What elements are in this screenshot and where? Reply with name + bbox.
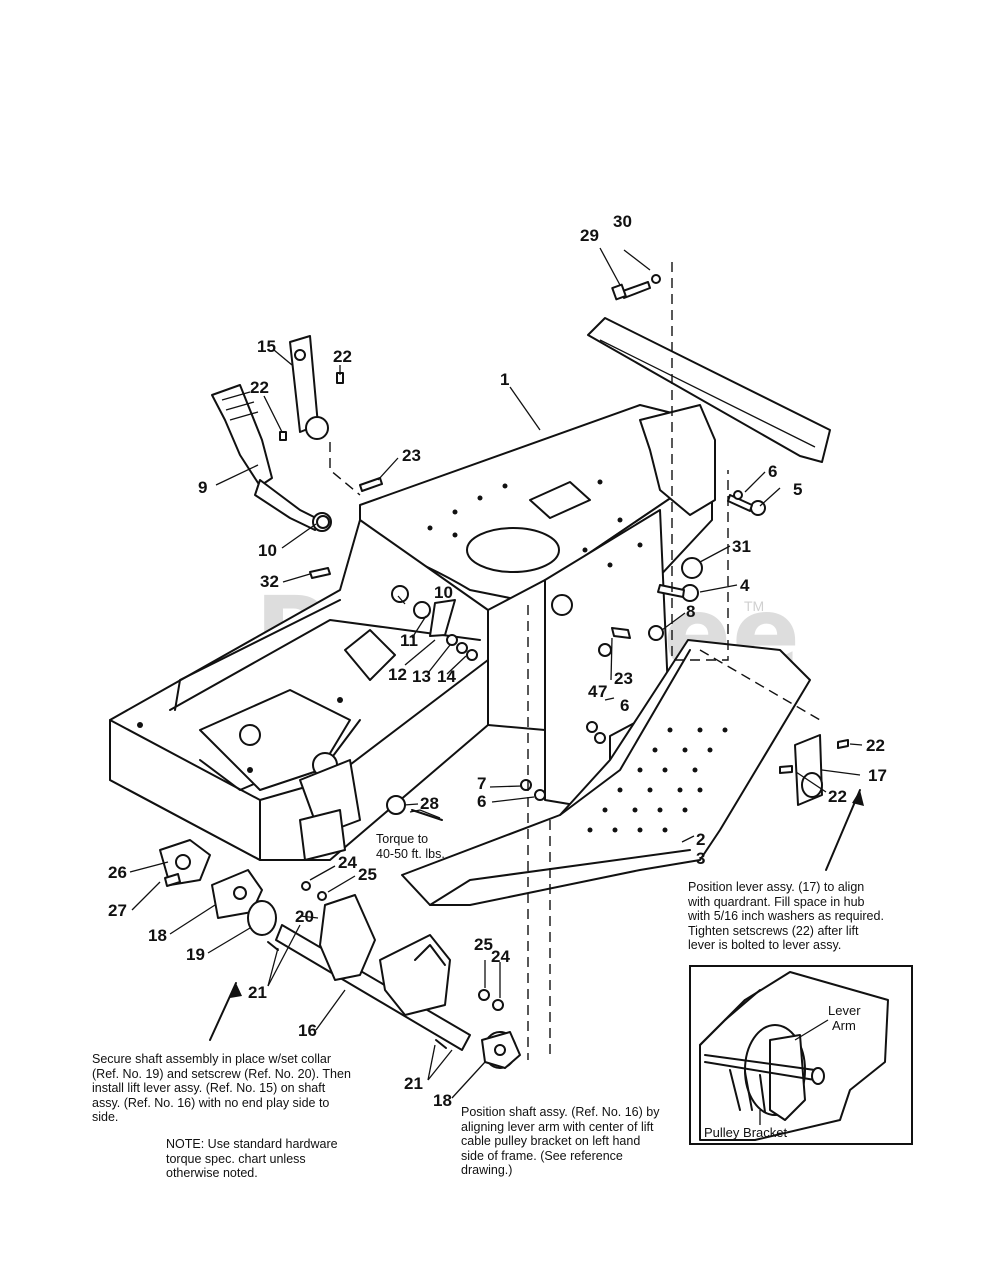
callout-11: 11 — [400, 631, 418, 650]
callout-32: 32 — [260, 572, 279, 591]
note-lever-position: Position lever assy. (17) to align with … — [688, 880, 884, 952]
callout-20: 20 — [295, 907, 314, 926]
inset-label-pulley-bracket: Pulley Bracket — [704, 1125, 787, 1140]
inset-label-lever: Lever Arm — [828, 1003, 864, 1033]
trademark-mark: TM — [744, 598, 765, 614]
note-hardware-torque: NOTE: Use standard hardware torque spec.… — [166, 1137, 338, 1180]
callout-22-left: 22 — [250, 378, 269, 397]
callout-2: 2 — [696, 830, 705, 849]
callout-14: 14 — [437, 667, 456, 686]
callout-12: 12 — [388, 665, 407, 684]
lever-17 — [794, 734, 823, 806]
callout-13: 13 — [412, 667, 431, 686]
note-torque: Torque to 40-50 ft. lbs. — [376, 832, 445, 861]
leader-lines — [129, 247, 864, 1099]
callout-21-right: 21 — [404, 1074, 423, 1093]
callout-8: 8 — [686, 602, 695, 621]
callout-28: 28 — [420, 794, 439, 813]
callout-3: 3 — [696, 849, 705, 868]
frame-lower-body — [109, 519, 489, 881]
callout-24-right: 24 — [491, 947, 510, 966]
callout-6-lower: 6 — [477, 792, 486, 811]
callout-25-left: 25 — [358, 865, 377, 884]
inset-lever-line2: Arm — [832, 1018, 856, 1033]
callout-29: 29 — [580, 226, 599, 245]
callout-16: 16 — [298, 1021, 317, 1040]
callout-21-left: 21 — [248, 983, 267, 1002]
callout-22-right-upper: 22 — [866, 736, 885, 755]
inset-lever-line1: Lever — [828, 1003, 861, 1018]
callout-6-upper: 6 — [768, 462, 777, 481]
callout-7-lower: 7 — [477, 774, 486, 793]
callout-25-right: 25 — [474, 935, 493, 954]
callout-22-top: 22 — [333, 347, 352, 366]
callout-18-lower: 18 — [433, 1091, 452, 1110]
frame-assembly — [359, 317, 831, 806]
callout-23-upper: 23 — [402, 446, 421, 465]
callout-30: 30 — [613, 212, 632, 231]
pedal-assembly — [211, 335, 332, 532]
hardware — [159, 274, 849, 1011]
callout-10-lower: 10 — [258, 541, 277, 560]
callout-24-left: 24 — [338, 853, 357, 872]
callout-26: 26 — [108, 863, 127, 882]
callout-10-upper: 10 — [434, 583, 453, 602]
callout-15: 15 — [257, 337, 276, 356]
callout-4-upper: 4 — [740, 576, 750, 595]
callout-23-lower: 23 — [614, 669, 633, 688]
callout-19: 19 — [186, 945, 205, 964]
reference-inset: Lever Arm Pulley Bracket — [689, 965, 913, 1145]
callout-6-mid: 6 — [620, 696, 629, 715]
callout-1: 1 — [500, 370, 509, 389]
callout-18-upper: 18 — [148, 926, 167, 945]
callouts: 1 2 3 4 4 5 6 6 6 7 7 8 9 10 10 11 12 13… — [108, 212, 887, 1110]
callout-27: 27 — [108, 901, 127, 920]
callout-7-upper: 7 — [598, 682, 607, 701]
shaft-assembly — [267, 894, 521, 1069]
callout-22-right-lower: 22 — [828, 787, 847, 806]
callout-4-lower: 4 — [588, 682, 598, 701]
note-position-shaft: Position shaft assy. (Ref. No. 16) by al… — [461, 1105, 660, 1177]
dashed-leaders — [329, 262, 821, 1060]
footrest-platform — [401, 639, 811, 906]
callout-5: 5 — [793, 480, 802, 499]
note-secure-shaft: Secure shaft assembly in place w/set col… — [92, 1052, 351, 1124]
callout-17: 17 — [868, 766, 887, 785]
callout-9: 9 — [198, 478, 207, 497]
callout-31: 31 — [732, 537, 751, 556]
